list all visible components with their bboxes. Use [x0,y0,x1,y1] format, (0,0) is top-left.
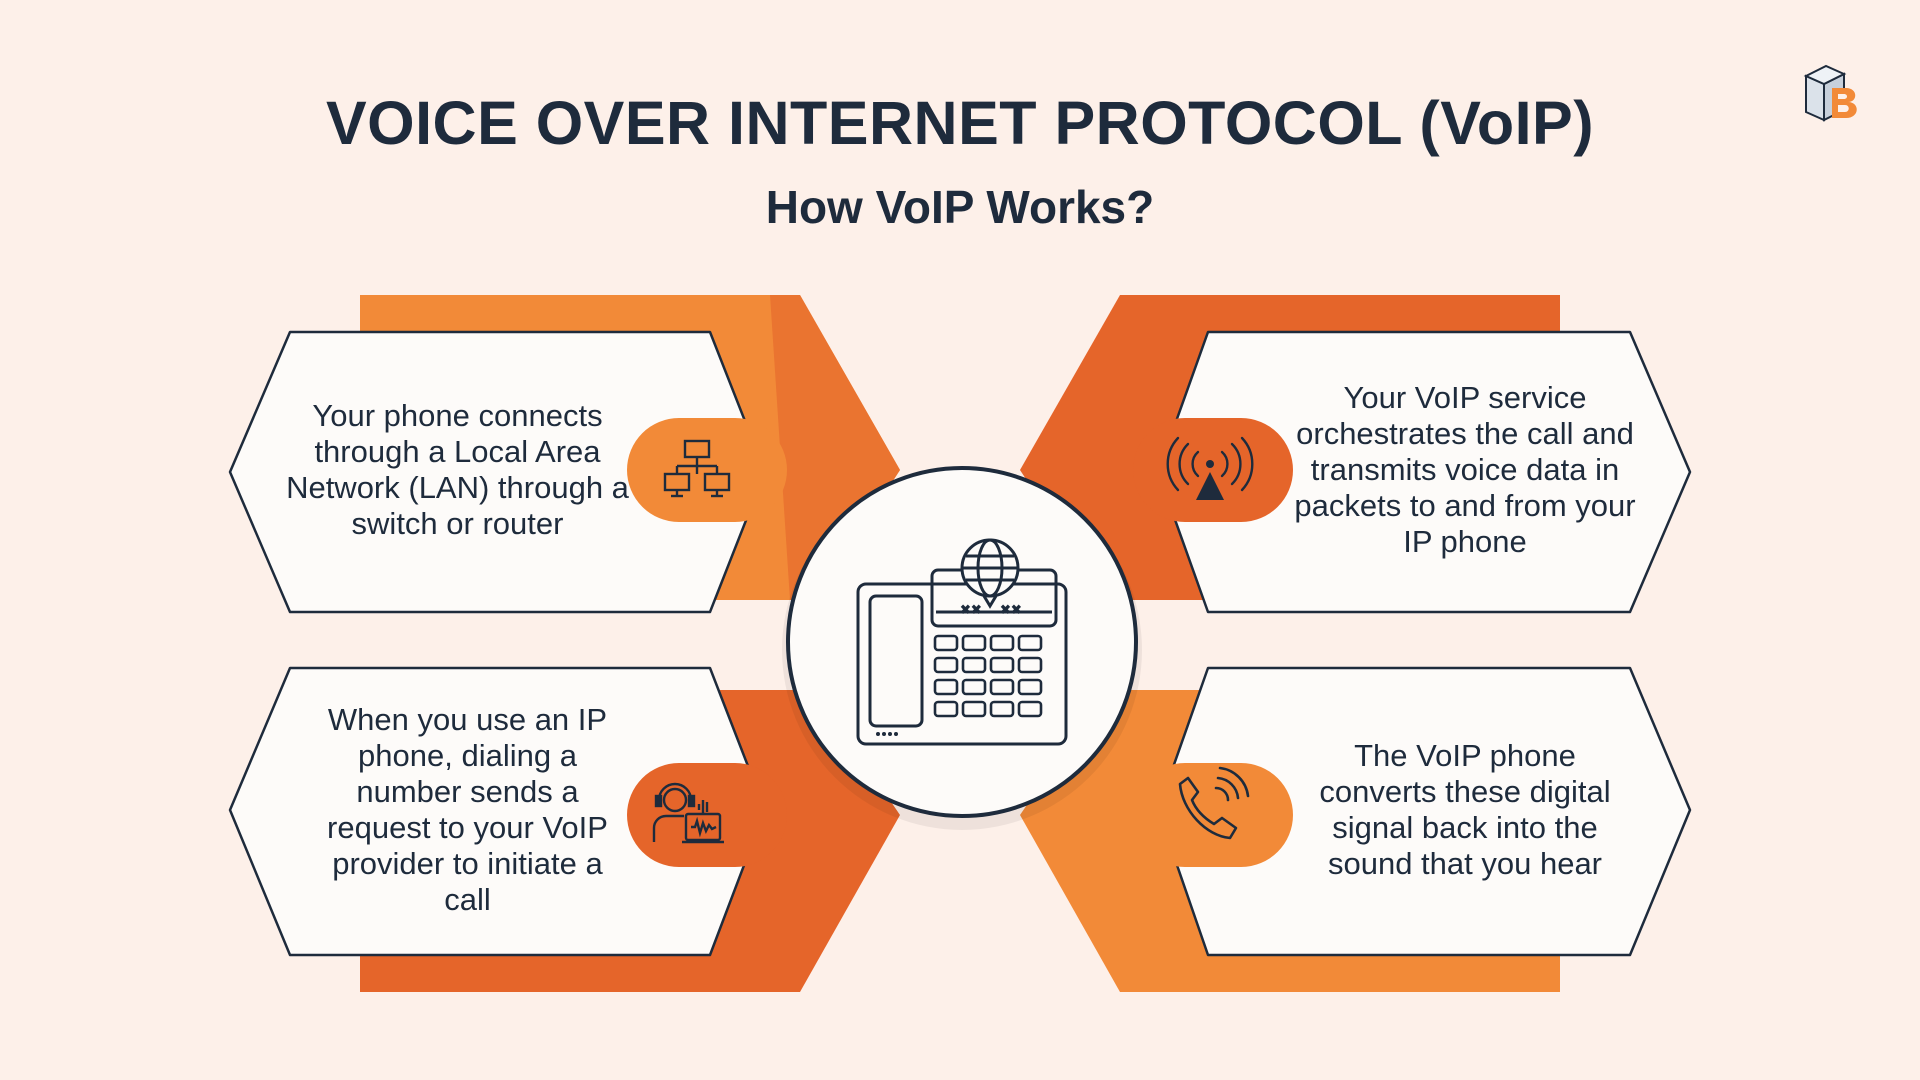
step-1-text: Your phone connects through a Local Area… [286,398,629,541]
step-4-text: The VoIP phone converts these digital si… [1319,738,1611,881]
card-step-3 [228,666,767,957]
svg-text:✖✖: ✖✖ [960,602,982,617]
brand-logo-icon [1803,64,1857,122]
ip-desk-phone-icon: ✖✖ ✖✖ [856,538,1068,746]
page-subtitle: How VoIP Works? [765,181,1155,233]
step-2-text: Your VoIP service orchestrates the call … [1294,380,1636,559]
card-step-1 [228,330,767,614]
center-circle [782,466,1142,830]
step-3-text: When you use an IP phone, dialing a numb… [327,702,608,917]
page-title: VOICE OVER INTERNET PROTOCOL (VoIP) [325,89,1595,157]
svg-text:✖✖: ✖✖ [1000,602,1022,617]
phone-ringing-icon [1178,766,1250,840]
network-lan-icon [663,439,731,498]
broadcast-tower-icon [1166,436,1254,500]
operator-headset-icon [652,782,724,844]
